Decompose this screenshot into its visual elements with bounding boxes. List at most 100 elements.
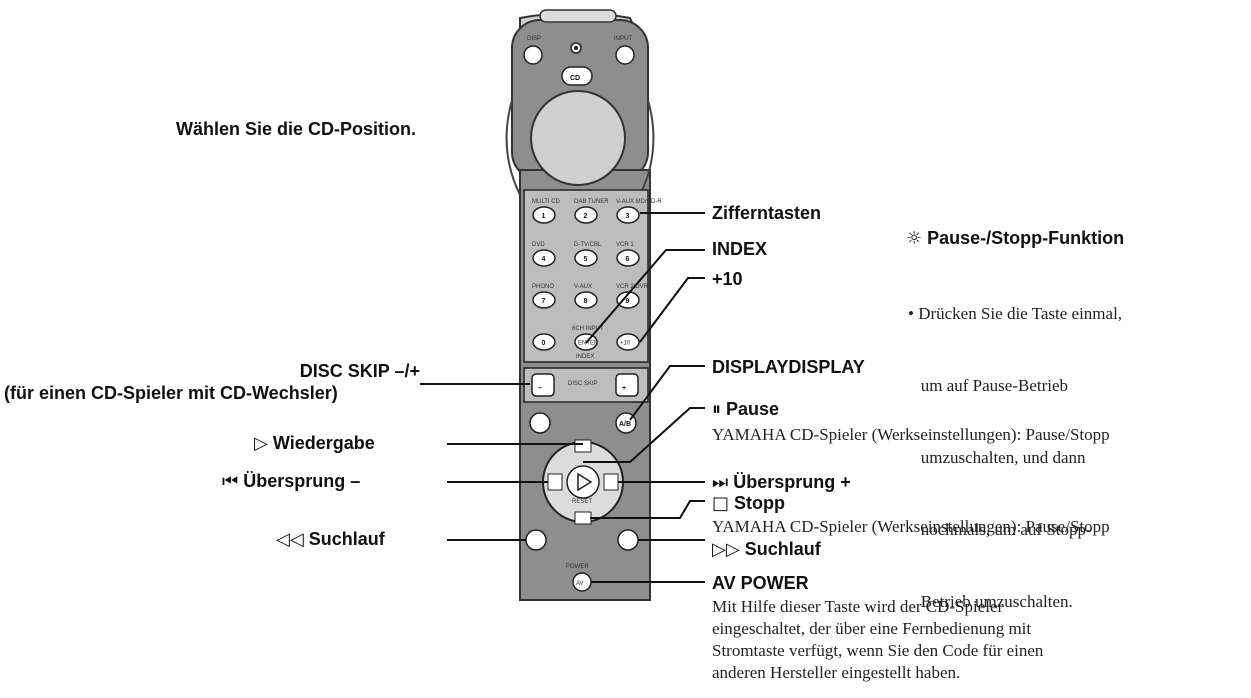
tip-body: • Drücken Sie die Taste einmal, um auf P… <box>908 254 1122 662</box>
skip-back-key[interactable] <box>547 473 563 491</box>
skip-plus-label: ⏭ Übersprung + <box>712 471 851 494</box>
numpad-key-label: 9 <box>626 298 630 305</box>
skip-minus-text: Übersprung – <box>243 471 361 491</box>
ab-key-label: A/B <box>619 421 631 428</box>
input-key-label: INPUT <box>614 36 632 42</box>
search-right-text: Suchlauf <box>744 539 821 559</box>
index-label: INDEX <box>712 239 768 259</box>
numpad-key-label: 6 <box>626 256 630 263</box>
numpad-key-caption: D-TV/CBL <box>574 242 602 248</box>
leader-lines <box>420 212 705 583</box>
fast-forward-icon: ▷▷ <box>712 539 740 560</box>
disc-skip-plus-key[interactable] <box>615 373 639 397</box>
jog-dial[interactable] <box>530 90 626 186</box>
numpad-key-7[interactable] <box>532 291 556 309</box>
numpad-key-5[interactable] <box>574 249 598 267</box>
fast-forward-key[interactable] <box>617 529 639 551</box>
stop-text: Stopp <box>734 493 786 513</box>
numpad-key-label: 0 <box>542 340 546 347</box>
ok-key-label: RESET <box>572 499 592 505</box>
disp-key[interactable] <box>523 45 543 65</box>
pause-key[interactable] <box>574 439 592 453</box>
av-key-label: AV <box>576 581 584 587</box>
stop-label: □ Stopp <box>712 492 785 515</box>
search-left-text: Suchlauf <box>308 529 385 549</box>
pause-text: Pause <box>726 399 780 419</box>
enter-key-label: ENTER <box>578 341 599 347</box>
tip-body-line: umzuschalten, und dann <box>908 448 1086 467</box>
numpad-key-2[interactable] <box>574 206 598 224</box>
numpad-key-caption: V-AUX <box>574 284 592 290</box>
numpad-key-8[interactable] <box>574 291 598 309</box>
av-power-note-line: eingeschaltet, der über eine Fernbedienu… <box>712 619 1032 638</box>
numeric-keys-label: Zifferntasten <box>712 203 822 223</box>
disp-key-label: DISP <box>527 36 541 42</box>
pause-icon: ⏸ <box>712 399 721 420</box>
disc-skip-plus-label: + <box>622 385 626 392</box>
av-power-note-line: Stromtaste verfügt, wenn Sie den Code fü… <box>712 641 1044 660</box>
index-key-caption: INDEX <box>576 354 594 360</box>
numpad-key-label: 7 <box>542 298 546 305</box>
search-left-label: ◁◁ Suchlauf <box>276 528 385 551</box>
stop-note: YAMAHA CD-Spieler (Werkseinstellungen): … <box>712 517 1110 536</box>
play-text: Wiedergabe <box>272 433 375 453</box>
skip-back-icon: ⏮ <box>222 471 239 492</box>
numpad-key-label: 1 <box>542 213 546 220</box>
plus10-key[interactable] <box>616 333 640 351</box>
standby-key[interactable] <box>529 412 551 434</box>
numpad-key-caption: PHONO <box>532 284 554 290</box>
av-power-note: Mit Hilfe dieser Taste wird der CD-Spiel… <box>712 596 1043 684</box>
numpad-key-label: 8 <box>584 298 588 305</box>
tip-title: ☼ Pause-/Stopp-Funktion <box>906 228 1124 249</box>
disc-skip-panel-label: DISC SKIP <box>568 381 598 387</box>
skip-forward-icon: ⏭ <box>712 472 729 493</box>
numpad-key-label: 5 <box>584 256 588 263</box>
cd-key-label: CD <box>570 75 580 82</box>
disc-skip-minus-key[interactable] <box>531 373 555 397</box>
lightbulb-icon: ☼ <box>906 228 923 249</box>
tip-body-line: • Drücken Sie die Taste einmal, <box>908 304 1123 323</box>
play-label: ▷ Wiedergabe <box>254 432 375 455</box>
skip-forward-key[interactable] <box>603 473 619 491</box>
numpad-key-caption: DVD <box>532 242 545 248</box>
numpad-key-caption: VCR 1 <box>616 242 634 248</box>
disc-skip-sublabel: (für einen CD-Spieler mit CD-Wechsler) <box>4 383 338 403</box>
numpad-key-1[interactable] <box>532 206 556 224</box>
numpad-key-6[interactable] <box>616 249 640 267</box>
numpad-key-label: 2 <box>584 213 588 220</box>
numpad-key-9[interactable] <box>616 291 640 309</box>
input-key[interactable] <box>615 45 635 65</box>
stop-key[interactable] <box>574 511 592 525</box>
cd-key[interactable] <box>561 66 593 86</box>
rewind-icon: ◁◁ <box>276 529 304 550</box>
tip-body-line: Betrieb umzuschalten. <box>908 592 1073 611</box>
tip-body-line: um auf Pause-Betrieb <box>908 376 1069 395</box>
plus10-key-label: +10 <box>620 341 631 347</box>
av-power-note-line: anderen Hersteller eingestellt haben. <box>712 663 961 682</box>
disc-skip-label: DISC SKIP –/+ <box>299 361 420 381</box>
plus10-label: +10 <box>712 269 743 289</box>
ch-input-label: 6CH INPUT <box>572 326 604 332</box>
numpad-key-4[interactable] <box>532 249 556 267</box>
av-power-label: AV POWER <box>712 573 809 593</box>
play-icon: ▷ <box>254 433 268 454</box>
rewind-key[interactable] <box>525 529 547 551</box>
power-label: POWER <box>566 564 589 570</box>
numpad-key-label: 4 <box>542 256 546 263</box>
numpad-key-3[interactable] <box>616 206 640 224</box>
disc-skip-minus-label: – <box>538 385 542 392</box>
numpad-key-caption: DAB TUNER <box>574 199 609 205</box>
numpad-key-caption: VCR 2/DVR <box>616 284 649 290</box>
numpad-key-caption: MULTI CD <box>532 199 561 205</box>
pause-note: YAMAHA CD-Spieler (Werkseinstellungen): … <box>712 425 1110 444</box>
av-power-note-line: Mit Hilfe dieser Taste wird der CD-Spiel… <box>712 597 1004 616</box>
numpad-key-0[interactable] <box>532 333 556 351</box>
skip-plus-text: Übersprung + <box>733 472 851 492</box>
pause-label: ⏸ Pause <box>712 398 779 421</box>
select-cd-label: Wählen Sie die CD-Position. <box>176 119 417 139</box>
display-label: DISPLAYDISPLAY <box>712 357 865 377</box>
play-key[interactable] <box>566 465 600 499</box>
